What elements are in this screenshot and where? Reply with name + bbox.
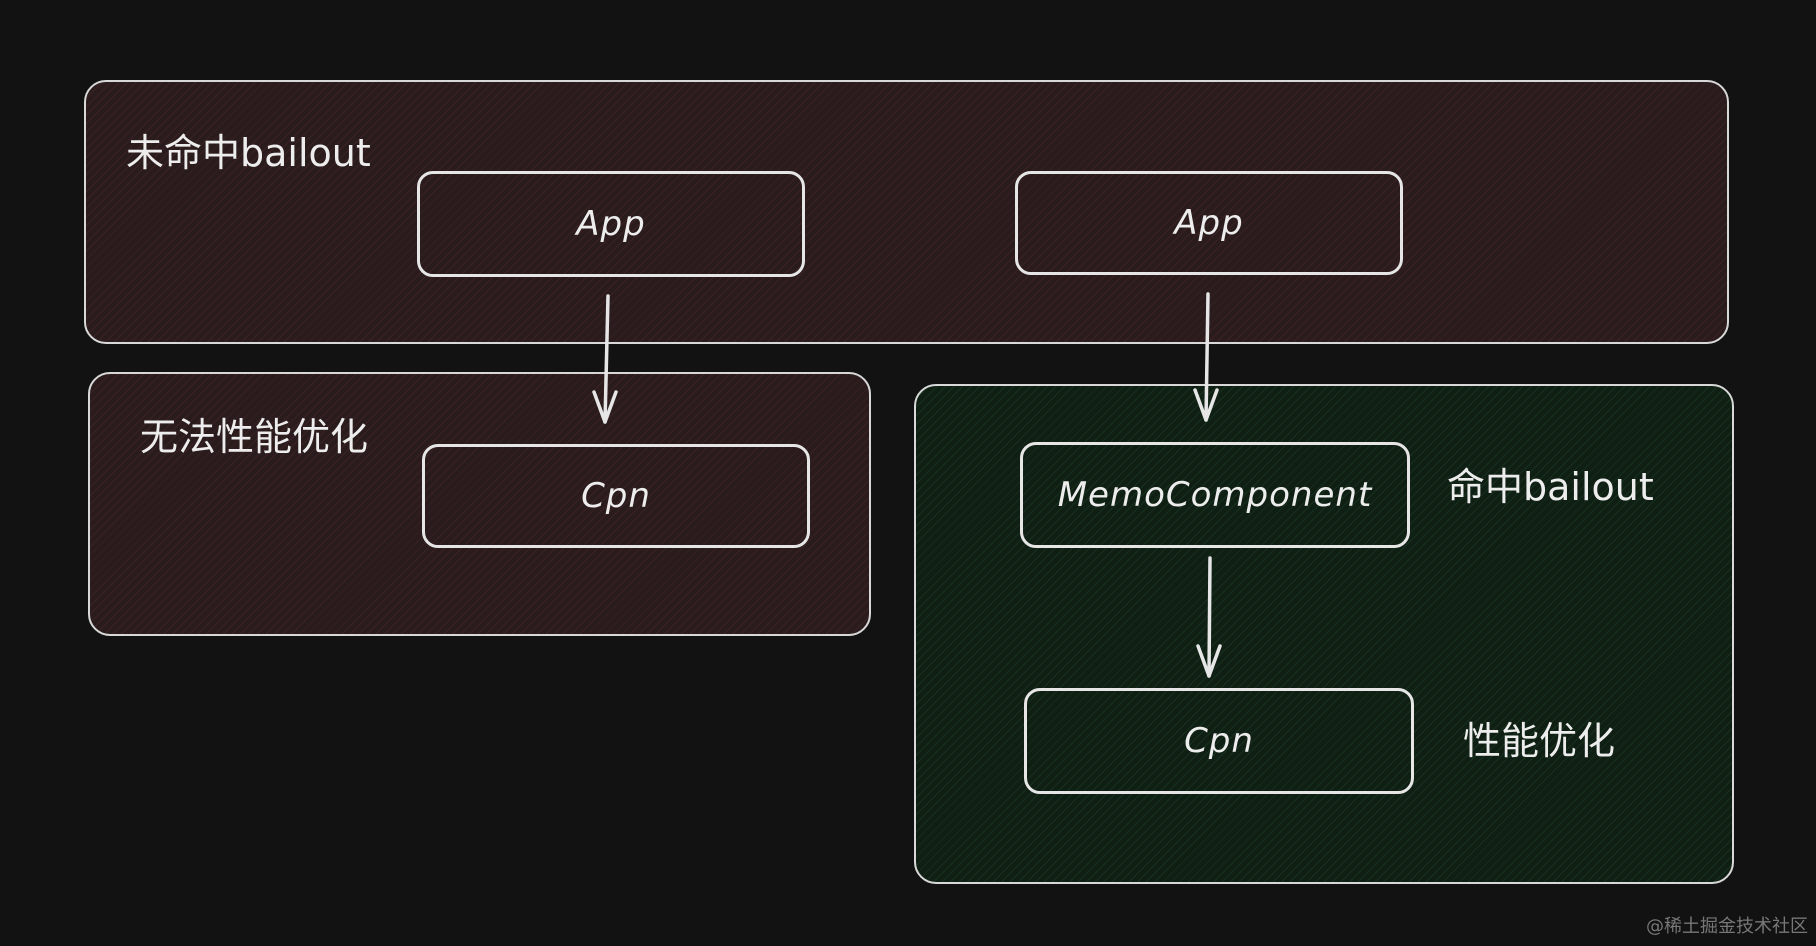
group-bailout-hit	[914, 384, 1734, 884]
node-app-left: App	[417, 171, 805, 277]
group-no-optimization	[88, 372, 871, 636]
node-memo-component: MemoComponent	[1020, 442, 1410, 548]
node-cpn-right: Cpn	[1024, 688, 1414, 794]
group-no-bailout	[84, 80, 1729, 344]
label-bailout-hit: 命中bailout	[1447, 465, 1654, 509]
node-cpn-left: Cpn	[422, 444, 810, 548]
node-app-right: App	[1015, 171, 1403, 275]
label-no-optimization: 无法性能优化	[140, 415, 369, 459]
watermark-text: @稀土掘金技术社区	[1646, 916, 1808, 937]
label-no-bailout: 未命中bailout	[126, 131, 371, 175]
label-optimization: 性能优化	[1463, 719, 1616, 763]
